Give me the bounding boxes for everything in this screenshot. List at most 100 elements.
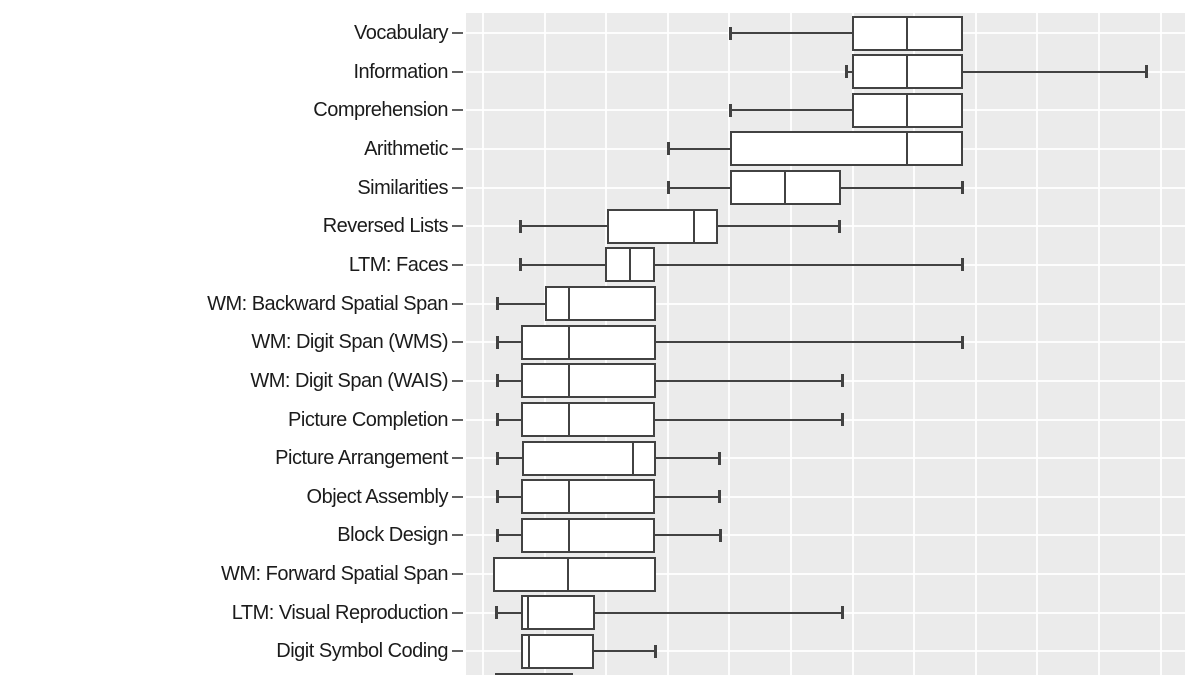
y-axis-label: WM: Digit Span (WMS) (251, 331, 448, 354)
whisker-line-left (497, 379, 521, 382)
median-line (906, 131, 908, 167)
median-line (528, 633, 530, 669)
median-line (632, 440, 634, 476)
axis-tick (452, 650, 463, 653)
y-axis-label: Information (353, 60, 448, 83)
whisker-line-left (668, 147, 730, 150)
median-line (567, 556, 569, 592)
axis-tick (452, 263, 463, 266)
axis-tick (452, 32, 463, 34)
whisker-line-left (497, 302, 545, 305)
plot-panel (466, 13, 1185, 675)
box-iqr (607, 208, 718, 244)
axis-tick (452, 611, 463, 614)
whisker-line-right (655, 534, 721, 537)
y-axis-label: Comprehension (313, 99, 448, 122)
y-axis-label: Arithmetic (364, 137, 448, 160)
gridline-horizontal (466, 650, 1185, 653)
whisker-line-left (730, 32, 852, 34)
whisker-cap-right (718, 451, 721, 465)
median-line (527, 595, 529, 631)
whisker-line-right (718, 225, 840, 228)
gridline-horizontal (466, 573, 1185, 576)
median-line (568, 286, 570, 322)
box-iqr (521, 324, 656, 360)
y-axis-label: Digit Symbol Coding (276, 640, 448, 663)
box-iqr (521, 517, 655, 553)
whisker-cap-left (496, 335, 499, 349)
y-axis-label: WM: Backward Spatial Span (207, 292, 448, 315)
gridline-horizontal (466, 534, 1185, 537)
median-line (629, 247, 631, 283)
whisker-cap-right (961, 335, 964, 349)
whisker-line-right (595, 611, 843, 614)
whisker-cap-right (719, 528, 722, 542)
whisker-cap-left (519, 219, 522, 233)
gridline-vertical (851, 13, 854, 675)
whisker-line-right (656, 379, 843, 382)
whisker-line-left (520, 263, 605, 266)
median-line (568, 517, 570, 553)
whisker-line-left (497, 495, 521, 498)
whisker-cap-left (496, 374, 499, 388)
whisker-line-left (520, 225, 607, 228)
whisker-cap-left (729, 103, 732, 117)
whisker-line-left (846, 70, 852, 73)
gridline-horizontal (466, 495, 1185, 498)
axis-tick (452, 418, 463, 421)
whisker-cap-right (841, 606, 844, 620)
whisker-line-left (668, 186, 730, 189)
whisker-cap-right (1145, 65, 1148, 79)
box-iqr (521, 595, 595, 631)
whisker-line-right (655, 418, 843, 421)
whisker-cap-right (841, 413, 844, 426)
whisker-cap-right (654, 644, 657, 658)
median-line (568, 324, 570, 360)
whisker-cap-left (496, 528, 499, 542)
whisker-line-left (497, 534, 521, 537)
whisker-cap-right (841, 374, 844, 388)
gridline-vertical (728, 13, 731, 675)
whisker-cap-left (845, 65, 848, 79)
whisker-line-right (656, 341, 963, 344)
whisker-cap-right (961, 181, 964, 195)
gridline-vertical (790, 13, 792, 675)
axis-tick (452, 534, 463, 537)
box-iqr (493, 556, 656, 592)
median-line (906, 15, 908, 51)
axis-tick (452, 573, 463, 576)
y-axis-label: Picture Completion (288, 408, 448, 431)
y-axis-label: WM: Forward Spatial Span (221, 563, 448, 586)
median-line (568, 479, 570, 515)
whisker-cap-left (495, 606, 498, 620)
box-iqr (521, 402, 655, 437)
whisker-cap-right (961, 258, 964, 272)
whisker-line-right (656, 457, 720, 460)
whisker-line-right (963, 70, 1147, 73)
median-line (906, 92, 908, 128)
median-line (568, 363, 570, 399)
median-line (693, 208, 695, 244)
whisker-cap-left (496, 451, 499, 465)
whisker-cap-right (838, 219, 841, 233)
axis-tick (452, 109, 463, 112)
gridline-vertical (666, 13, 669, 675)
gridline-vertical (1098, 13, 1100, 675)
gridline-horizontal (466, 302, 1185, 305)
axis-tick (452, 225, 463, 228)
y-axis-label: LTM: Faces (348, 253, 449, 276)
whisker-cap-right (718, 490, 721, 504)
whisker-line-left (497, 457, 522, 460)
whisker-cap-left (667, 181, 670, 195)
y-axis-label: Block Design (337, 524, 448, 547)
box-iqr (730, 131, 963, 167)
axis-tick (452, 457, 463, 460)
whisker-cap-left (667, 142, 670, 156)
axis-tick (452, 341, 463, 344)
box-iqr (521, 363, 656, 399)
box-iqr (521, 633, 594, 669)
median-line (568, 402, 570, 437)
whisker-line-right (655, 495, 720, 498)
gridline-horizontal (466, 457, 1185, 460)
